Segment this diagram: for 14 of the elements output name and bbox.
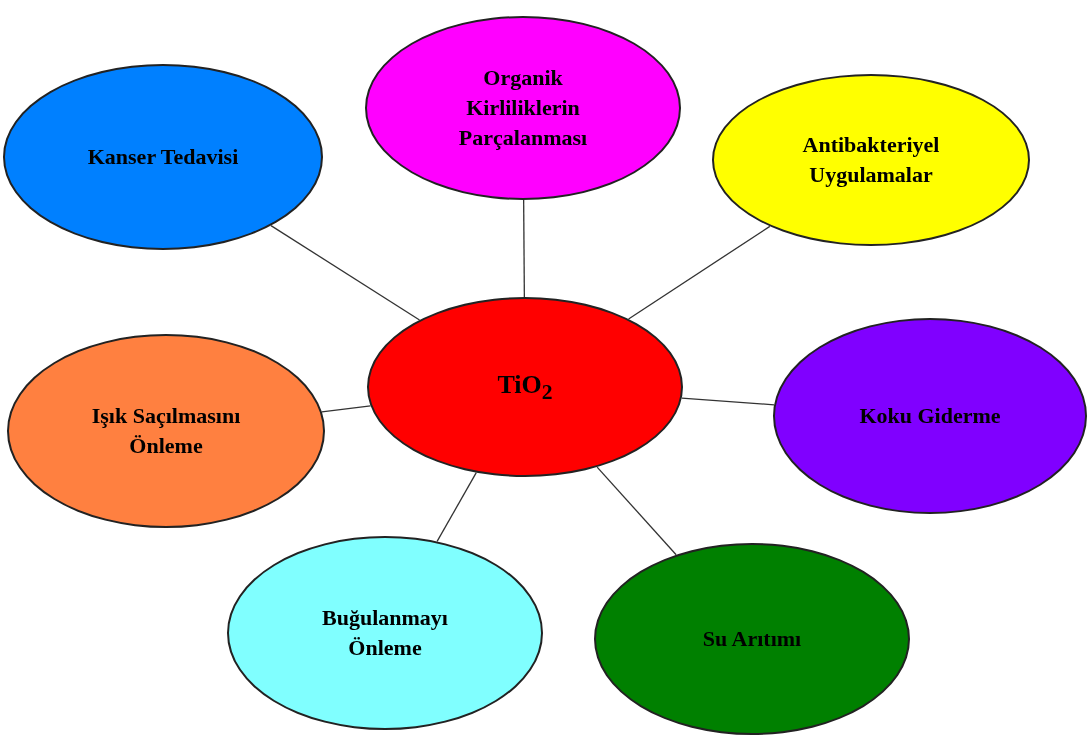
node-label: Kanser Tedavisi (87, 143, 239, 172)
connector-line (596, 466, 677, 556)
node-label: Buğulanmayı Önleme (321, 604, 449, 662)
node-label: Koku Giderme (859, 402, 1001, 431)
node-label: Organik Kirliliklerin Parçalanması (457, 64, 589, 152)
connector-line (627, 225, 771, 320)
connector-line (523, 199, 525, 298)
connector-line (681, 397, 775, 406)
node-label: Işık Saçılmasını Önleme (90, 402, 242, 460)
node-label: TiO$_{2}$ (497, 368, 553, 406)
node-label: Antibakteriyel Uygulamalar (801, 131, 941, 189)
connector-line (436, 471, 477, 543)
node-label: Su Arıtımı (702, 625, 802, 654)
connector-line (270, 224, 421, 321)
